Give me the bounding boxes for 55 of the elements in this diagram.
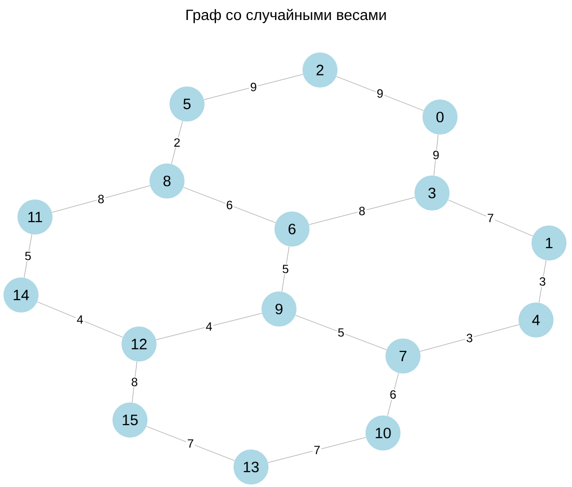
edge <box>183 187 276 223</box>
graph-node: 8 <box>150 164 184 198</box>
graph-node: 9 <box>262 292 296 326</box>
graph-node: 5 <box>170 86 204 122</box>
edge-label: 4 <box>76 314 84 325</box>
graph-node: 15 <box>112 402 148 438</box>
edge-label: 9 <box>432 150 440 160</box>
edge-label: 8 <box>358 206 366 216</box>
graph-node: 4 <box>518 302 554 338</box>
graph-node: 7 <box>386 338 420 374</box>
edge <box>448 200 533 236</box>
graph-node: 13 <box>234 450 268 484</box>
graph-node: 14 <box>4 278 38 312</box>
edge-label: 9 <box>249 82 258 92</box>
graph-node: 6 <box>274 212 310 246</box>
edge <box>538 260 546 303</box>
edge <box>37 302 123 338</box>
edge <box>24 234 32 278</box>
graph-node: 1 <box>532 226 566 260</box>
edge-label: 7 <box>486 212 495 224</box>
edge <box>146 426 235 461</box>
edge-label: 5 <box>281 264 290 274</box>
edge <box>295 315 387 350</box>
edge-label: 4 <box>204 321 214 332</box>
graph-node: 10 <box>366 416 400 450</box>
edge <box>308 197 416 225</box>
edge <box>387 372 399 416</box>
title: Граф со случайными весами <box>186 8 386 24</box>
edge <box>268 437 366 463</box>
edge-label: 7 <box>312 444 322 456</box>
edge <box>171 120 183 164</box>
edge-label: 5 <box>24 250 32 262</box>
graph-node: 2 <box>302 52 338 88</box>
edge-label: 8 <box>96 194 106 204</box>
graph-node: 11 <box>18 200 52 234</box>
edge <box>132 361 138 403</box>
edge-label: 8 <box>130 376 139 388</box>
edge-label: 2 <box>172 137 182 148</box>
edge <box>52 185 150 213</box>
edge <box>282 246 290 292</box>
edge-label: 5 <box>336 327 346 338</box>
edge-label: 3 <box>538 276 547 287</box>
edge-label: 7 <box>186 438 195 449</box>
edge <box>336 76 424 111</box>
edge <box>434 134 438 176</box>
edge <box>420 324 520 352</box>
graph-node: 3 <box>414 176 450 210</box>
edge <box>156 313 262 340</box>
edge-label: 6 <box>225 200 234 210</box>
graph-node: 12 <box>122 326 156 362</box>
edge-label: 9 <box>376 88 384 99</box>
graph-node: 0 <box>422 100 458 134</box>
edge-label: 6 <box>388 389 398 400</box>
edge-label: 3 <box>465 332 474 344</box>
edge <box>204 74 304 100</box>
